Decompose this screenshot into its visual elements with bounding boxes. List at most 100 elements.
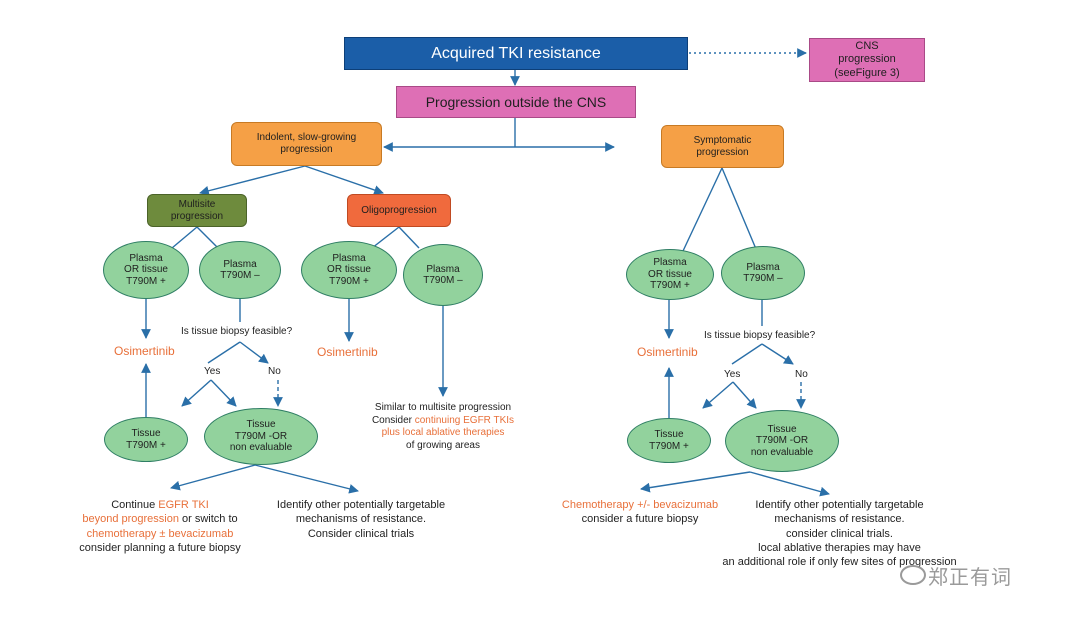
node-label-line: T790M -OR <box>755 435 809 447</box>
text-fragment-highlight: EGFR TKI <box>158 499 209 511</box>
text-fragment: or switch to <box>178 513 238 526</box>
node-left-tissue-t790m-neg: Tissue T790M -OR non evaluable <box>204 408 318 465</box>
left-osimertinib: Osimertinib <box>114 344 175 358</box>
node-label-line: Multisite <box>178 198 216 210</box>
text-line: Consider continuing EGFR TKIs <box>358 415 528 428</box>
node-right-plasma-or-tissue-t790m-pos: Plasma OR tissue T790M + <box>626 249 714 300</box>
node-label-line: Plasma <box>332 252 366 264</box>
right-no-label: No <box>795 369 808 380</box>
edge-rtissueneg-chemo <box>640 471 751 493</box>
node-acquired-tki-resistance: Acquired TKI resistance <box>344 37 688 70</box>
oligo-osimertinib: Osimertinib <box>317 345 378 359</box>
right-yes-label: Yes <box>724 369 741 380</box>
node-label-line: T790M + <box>329 275 369 287</box>
edge-indolent-multisite <box>199 165 306 196</box>
text-line: mechanisms of resistance. <box>295 513 427 526</box>
node-label-line: Plasma <box>426 263 460 275</box>
text-line-highlight: chemotherapy ± bevacizumab <box>86 527 234 540</box>
node-multisite-progression: Multisite progression <box>147 194 247 227</box>
node-label-line: progression <box>696 146 749 158</box>
node-label-line: non evaluable <box>750 446 814 458</box>
edge-lbiopsy-no <box>239 341 269 364</box>
wechat-logo-icon <box>900 565 926 585</box>
edge-indolent-oligo <box>304 165 384 195</box>
text-line-highlight: Chemotherapy +/- bevacizumab <box>561 499 719 511</box>
node-label-line: OR tissue <box>648 268 692 280</box>
node-label-line: non evaluable <box>229 442 293 454</box>
node-right-tissue-t790m-pos: Tissue T790M + <box>627 418 711 463</box>
node-label-line: Indolent, slow-growing <box>256 132 357 143</box>
text-line: beyond progression or switch to <box>60 512 260 526</box>
text-line: consider planning a future biopsy <box>79 541 241 554</box>
node-label-line: Tissue <box>767 423 797 435</box>
node-cns-progression: CNS progression (seeFigure 3) <box>809 38 925 82</box>
text-line: Similar to multisite progression <box>374 402 512 413</box>
text-line: Identify other potentially targetable <box>755 499 924 511</box>
node-left-plasma-or-tissue-t790m-pos: Plasma OR tissue T790M + <box>103 241 189 299</box>
node-label-line: T790M -OR <box>234 430 288 442</box>
node-label-line: Plasma <box>129 252 163 264</box>
left-biopsy-question: Is tissue biopsy feasible? <box>181 326 293 337</box>
right-biopsy-question: Is tissue biopsy feasible? <box>704 330 816 341</box>
node-progression-outside-cns: Progression outside the CNS <box>396 86 636 118</box>
node-indolent-progression: Indolent, slow-growing progression <box>231 122 382 166</box>
node-left-tissue-t790m-pos: Tissue T790M + <box>104 417 188 462</box>
node-label-line: T790M + <box>650 280 690 292</box>
right-osimertinib: Osimertinib <box>637 345 698 359</box>
node-label-line: T790M + <box>126 275 166 287</box>
text-fragment: Continue <box>111 499 159 511</box>
edge-multisite-plasmaneg <box>196 226 219 249</box>
node-label-line: T790M – <box>743 273 783 284</box>
node-label: Progression outside the CNS <box>425 93 607 110</box>
edge-symptomatic-plasmaneg <box>721 167 757 250</box>
node-label-line: CNS <box>855 40 879 53</box>
text-line: Identify other potentially targetable <box>276 499 446 511</box>
edge-ltissueneg-identify <box>254 464 359 494</box>
edge-ryes-tissueneg <box>732 381 757 409</box>
node-label-line: Tissue <box>246 419 276 431</box>
node-label-line: Symptomatic <box>693 134 752 146</box>
node-right-tissue-t790m-neg: Tissue T790M -OR non evaluable <box>725 410 839 472</box>
text-line: mechanisms of resistance. <box>774 513 905 526</box>
left-identify-mechanisms-text: Identify other potentially targetable me… <box>256 498 466 541</box>
node-label-line: Plasma <box>653 257 687 269</box>
node-left-plasma-t790m-neg: Plasma T790M – <box>199 241 281 299</box>
edge-rbiopsy-no <box>761 343 794 365</box>
edge-lyes-tissueneg <box>210 379 237 407</box>
node-symptomatic-progression: Symptomatic progression <box>661 125 784 168</box>
left-no-label: No <box>268 366 281 377</box>
text-line: local ablative therapies may have <box>758 541 921 554</box>
node-label-line: T790M – <box>220 270 260 281</box>
node-label-line: progression <box>838 53 896 66</box>
text-fragment: Consider <box>371 414 415 426</box>
node-label-line: Plasma <box>746 261 780 273</box>
node-label-line: T790M + <box>649 440 689 452</box>
edge-multisite-plasmapos <box>171 226 198 249</box>
oligo-similar-text: Similar to multisite progression Conside… <box>358 402 528 452</box>
node-label-line: T790M + <box>126 439 166 451</box>
right-identify-mechanisms-text: Identify other potentially targetable me… <box>702 498 977 569</box>
node-label-line: Tissue <box>131 428 161 439</box>
edge-rbiopsy-yes <box>731 343 763 365</box>
left-yes-label: Yes <box>204 366 221 377</box>
node-label-line: progression <box>280 144 333 155</box>
node-label-line: Tissue <box>654 429 684 440</box>
node-oligo-plasma-t790m-neg: Plasma T790M – <box>403 244 483 306</box>
text-line: consider clinical trials. <box>786 527 893 540</box>
node-right-plasma-t790m-neg: Plasma T790M – <box>721 246 805 300</box>
left-continue-egfr-tki-text: Continue EGFR TKI beyond progression or … <box>60 498 260 555</box>
edge-lbiopsy-yes <box>207 341 241 364</box>
node-label-line: (seeFigure 3) <box>834 66 900 79</box>
edge-ltissueneg-continue <box>170 464 256 491</box>
text-line-highlight: plus local ablative therapies <box>381 427 505 438</box>
edge-oligo-plasmaneg <box>398 226 420 249</box>
text-line: consider a future biopsy <box>581 513 699 526</box>
edge-oligo-plasmapos <box>371 226 400 249</box>
text-line: Continue EGFR TKI <box>60 498 260 512</box>
node-oligo-plasma-or-tissue-t790m-pos: Plasma OR tissue T790M + <box>301 241 397 299</box>
edge-symptomatic-plasmapos <box>682 167 723 252</box>
text-fragment-highlight: continuing EGFR TKIs <box>414 414 515 426</box>
edge-rtissueneg-identify <box>749 471 830 497</box>
text-line: of growing areas <box>406 439 480 451</box>
node-label-line: progression <box>170 210 224 222</box>
